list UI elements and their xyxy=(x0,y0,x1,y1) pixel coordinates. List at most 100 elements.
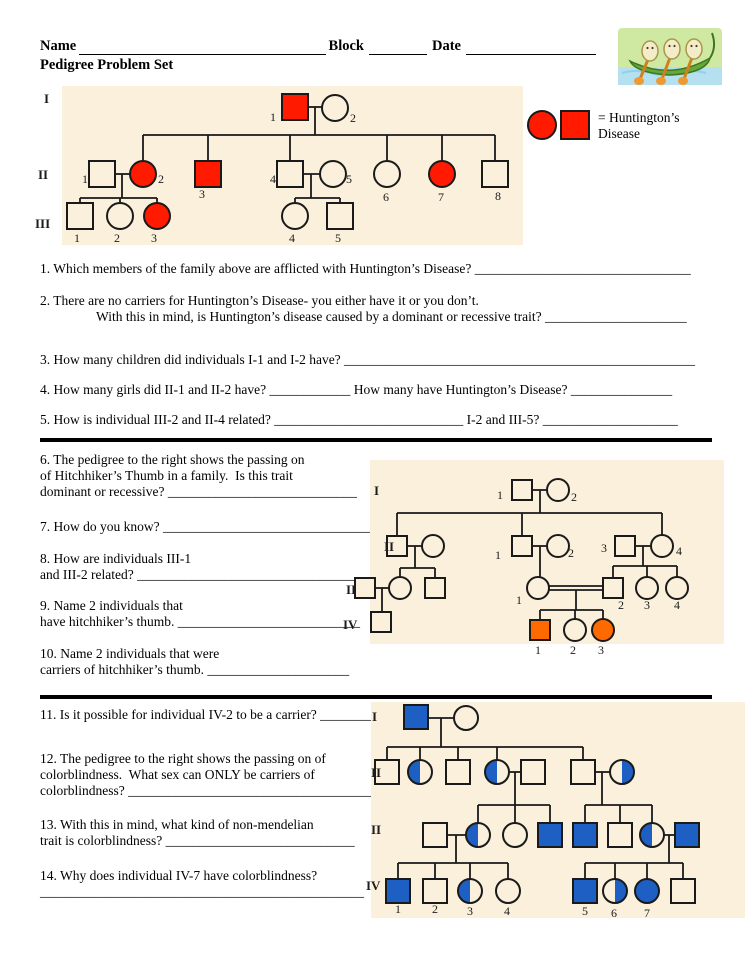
pedigree-member-II-5 xyxy=(319,160,347,188)
question-line: ________________________________________… xyxy=(40,884,364,900)
affected-male-icon xyxy=(560,110,590,140)
individual-number: 3 xyxy=(644,598,650,612)
pedigree-member-II-6 xyxy=(373,160,401,188)
individual-number: 2 xyxy=(432,902,438,916)
generation-label: II xyxy=(371,765,381,780)
pedigree-member-II-4 xyxy=(484,759,510,785)
pedigree-member-IV-7 xyxy=(634,878,660,904)
question-line: 11. Is it possible for individual IV-2 t… xyxy=(40,707,375,722)
question-line: colorblindness. What sex can ONLY be car… xyxy=(40,767,315,783)
pedigree-member-III-3 xyxy=(502,822,528,848)
legend-symbols xyxy=(527,110,590,140)
individual-number: 1 xyxy=(516,593,522,607)
pedigree-member-IV-3 xyxy=(457,878,483,904)
pedigree-member-III-2 xyxy=(602,577,624,599)
pedigree-member-II-8 xyxy=(481,160,509,188)
question-line: 7. How do you know? ____________________… xyxy=(40,519,393,534)
generation-label: I xyxy=(372,709,377,724)
generation-label: II xyxy=(384,539,394,554)
individual-number: 5 xyxy=(335,231,341,245)
individual-number: 5 xyxy=(346,172,352,186)
pedigree-member-IV-1 xyxy=(385,878,411,904)
pedigree-member-III-2 xyxy=(465,822,491,848)
pedigree-member-III-1 xyxy=(526,576,550,600)
individual-number: 4 xyxy=(270,172,276,186)
individual-number: 4 xyxy=(289,231,295,245)
question-line: 10. Name 2 individuals that were xyxy=(40,646,220,661)
individual-number: 6 xyxy=(611,906,617,920)
section-divider-1 xyxy=(40,438,712,442)
individual-number: 3 xyxy=(467,904,473,918)
individual-number: 4 xyxy=(674,598,680,612)
question-line: of Hitchhiker’s Thumb in a family. Is th… xyxy=(40,468,293,484)
individual-number: 2 xyxy=(568,546,574,560)
question-11: 11. Is it possible for individual IV-2 t… xyxy=(40,707,375,723)
pedigree-member-II-4 xyxy=(650,534,674,558)
pedigree-member-I-2 xyxy=(321,94,349,122)
question-line: 9. Name 2 individuals that xyxy=(40,598,183,613)
individual-number: 1 xyxy=(495,548,501,562)
pedigree-member-III-7 xyxy=(639,822,665,848)
question-12: 12. The pedigree to the right shows the … xyxy=(40,751,372,800)
question-line: 6. The pedigree to the right shows the p… xyxy=(40,452,305,467)
pedigree-member-II-2 xyxy=(546,534,570,558)
question-line: dominant or recessive? _________________… xyxy=(40,484,357,500)
individual-number: 1 xyxy=(497,488,503,502)
question-line: 13. With this in mind, what kind of non-… xyxy=(40,817,314,832)
pedigree-member-III-a xyxy=(354,577,376,599)
header-row: Name Block Date xyxy=(40,38,596,55)
individual-number: 1 xyxy=(395,902,401,916)
pedigree-member-II-2 xyxy=(407,759,433,785)
individual-number: 3 xyxy=(199,187,205,201)
pedigree-member-II-3 xyxy=(614,535,636,557)
pedigree-member-II-3 xyxy=(445,759,471,785)
question-line: carriers of hitchhiker’s thumb. ________… xyxy=(40,662,350,678)
individual-number: 8 xyxy=(495,189,501,203)
generation-label: III xyxy=(35,216,50,231)
pedigree-member-I-1 xyxy=(281,93,309,121)
generation-label: I xyxy=(44,91,49,106)
individual-number: 7 xyxy=(644,906,650,920)
pedigree-member-II-1 xyxy=(374,759,400,785)
individual-number: 4 xyxy=(504,904,510,918)
pedigree-member-IV-8 xyxy=(670,878,696,904)
block-label: Block xyxy=(328,38,364,54)
question-line: 1. Which members of the family above are… xyxy=(40,261,691,276)
pedigree-member-IV-5 xyxy=(572,878,598,904)
section-divider-2 xyxy=(40,695,712,699)
block-blank xyxy=(369,39,427,55)
pedigree-member-IV-2 xyxy=(422,878,448,904)
huntingtons-legend: = Huntington’s Disease xyxy=(526,108,694,142)
question-14: 14. Why does individual IV-7 have colorb… xyxy=(40,868,370,900)
question-line: colorblindness? ________________________… xyxy=(40,783,372,799)
individual-number: 3 xyxy=(598,643,604,657)
pedigree-member-III-3 xyxy=(635,576,659,600)
pedigree-member-II-5 xyxy=(520,759,546,785)
question-line: have hitchhiker’s thumb. _______________… xyxy=(40,614,360,630)
legend-label: = Huntington’s Disease xyxy=(598,110,680,141)
individual-number: 4 xyxy=(676,544,682,558)
generation-label: I xyxy=(374,483,379,498)
question-5: 5. How is individual III-2 and II-4 rela… xyxy=(40,412,730,428)
individual-number: 1 xyxy=(82,172,88,186)
generation-label: II xyxy=(371,822,381,837)
individual-number: 3 xyxy=(601,541,607,555)
individual-number: 1 xyxy=(535,643,541,657)
pedigree-member-II-b xyxy=(421,534,445,558)
pedigree-member-II-7 xyxy=(428,160,456,188)
pedigree-member-III-1 xyxy=(66,202,94,230)
question-2: 2. There are no carriers for Huntington’… xyxy=(40,293,730,325)
question-6: 6. The pedigree to the right shows the p… xyxy=(40,452,360,501)
pedigree-member-I-2 xyxy=(453,705,479,731)
pedigree-member-II-a xyxy=(386,535,408,557)
pedigree-member-III-3 xyxy=(143,202,171,230)
pedigree-member-II-1 xyxy=(88,160,116,188)
pedigree-member-I-1 xyxy=(511,479,533,501)
pedigree-member-III-4 xyxy=(281,202,309,230)
question-line: 3. How many children did individuals I-1… xyxy=(40,352,696,367)
pedigree-member-III-8 xyxy=(674,822,700,848)
